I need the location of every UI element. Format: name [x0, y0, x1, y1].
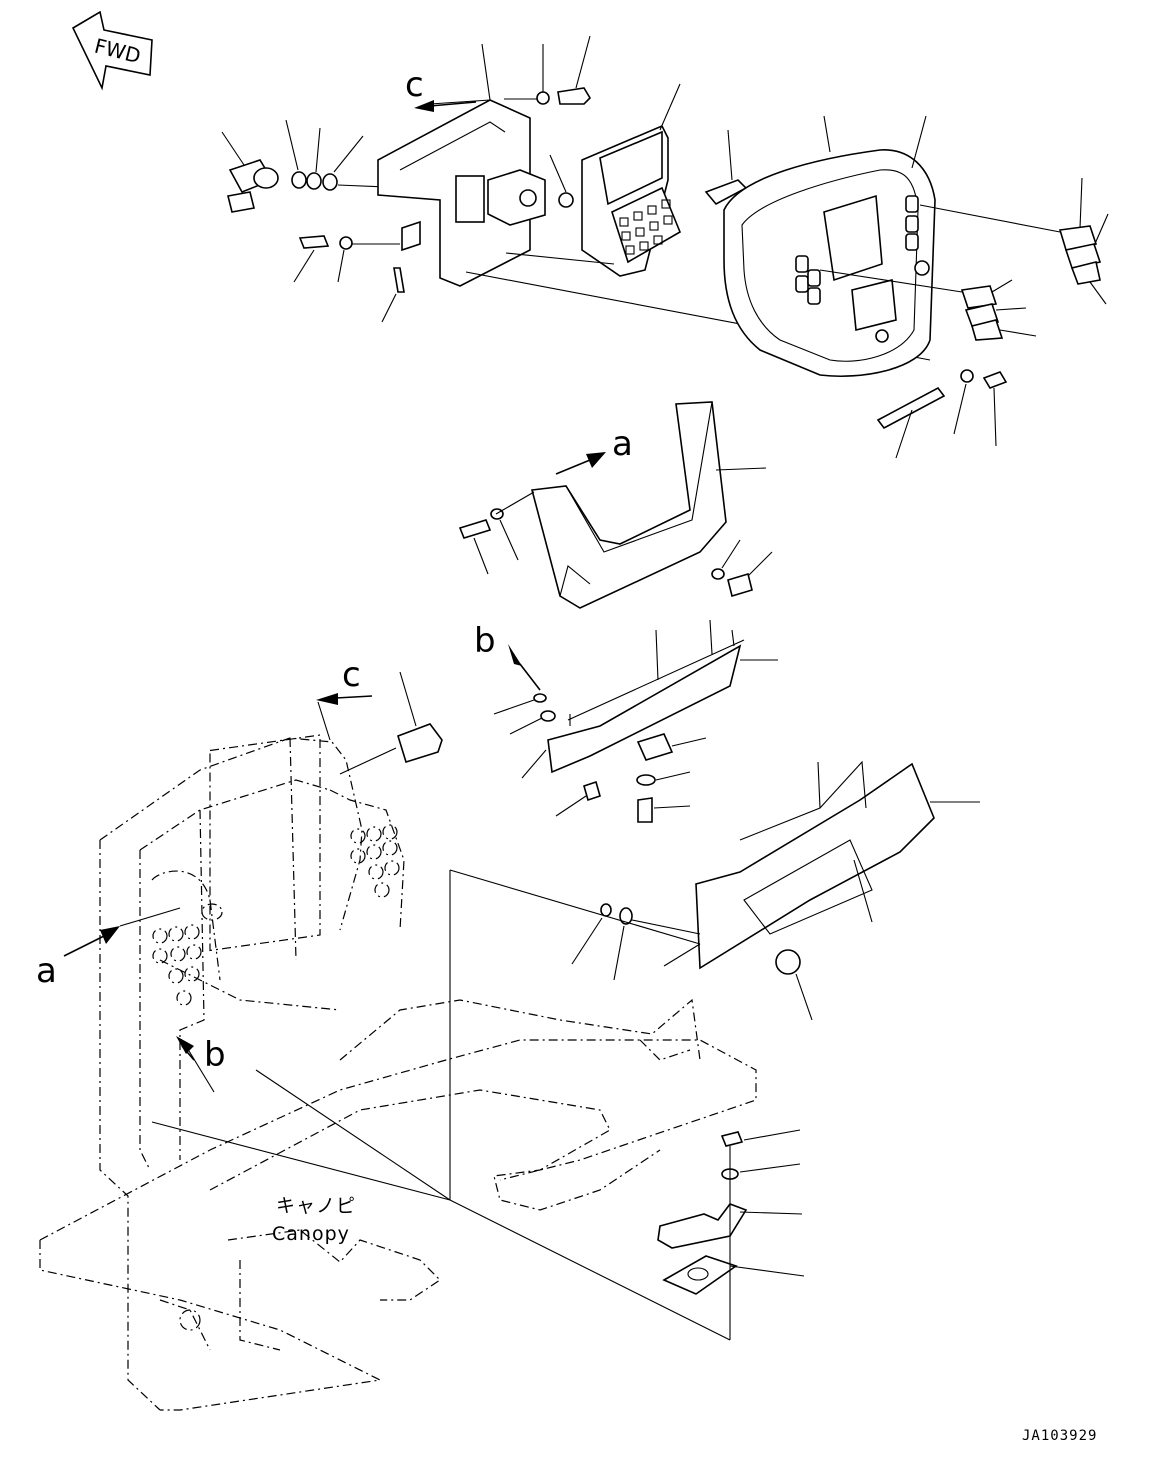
monitor-unit	[505, 83, 682, 277]
canopy-label-en: Canopy	[272, 1223, 350, 1245]
drawing-code: JA103929	[1022, 1428, 1097, 1444]
canopy-label-jp: キャノピ	[276, 1195, 356, 1217]
view-ref-c-left: c	[316, 655, 373, 741]
svg-text:a: a	[612, 424, 633, 464]
view-ref-a-left: a	[36, 907, 181, 991]
svg-text:c: c	[405, 65, 424, 105]
view-ref-c-top: c	[405, 65, 477, 112]
side-cover-panel	[663, 760, 980, 1021]
mounting-bracket	[377, 43, 931, 361]
svg-text:a: a	[36, 951, 57, 991]
svg-text:b: b	[204, 1035, 226, 1075]
canopy-label: キャノピ Canopy	[272, 1195, 356, 1245]
cover-plate-strip	[493, 619, 778, 823]
panel-fasteners	[571, 903, 701, 981]
canopy-frame	[39, 734, 757, 1411]
view-ref-b-left: b	[176, 1035, 226, 1075]
dashboard-cover	[723, 115, 936, 378]
svg-text:b: b	[474, 621, 496, 661]
key-switch-assembly	[221, 119, 411, 213]
view-ref-a-top: a	[555, 424, 633, 475]
bracket-fasteners	[293, 35, 592, 323]
canopy-connector	[339, 671, 443, 775]
lower-front-cover	[458, 401, 773, 609]
floor-plate-kit	[657, 1129, 805, 1340]
rocker-switches	[819, 177, 1109, 341]
svg-text:c: c	[342, 655, 361, 695]
fwd-arrow-icon: FWD	[71, 10, 153, 91]
view-ref-b-top: b	[474, 621, 541, 691]
cover-fasteners	[876, 369, 1008, 459]
